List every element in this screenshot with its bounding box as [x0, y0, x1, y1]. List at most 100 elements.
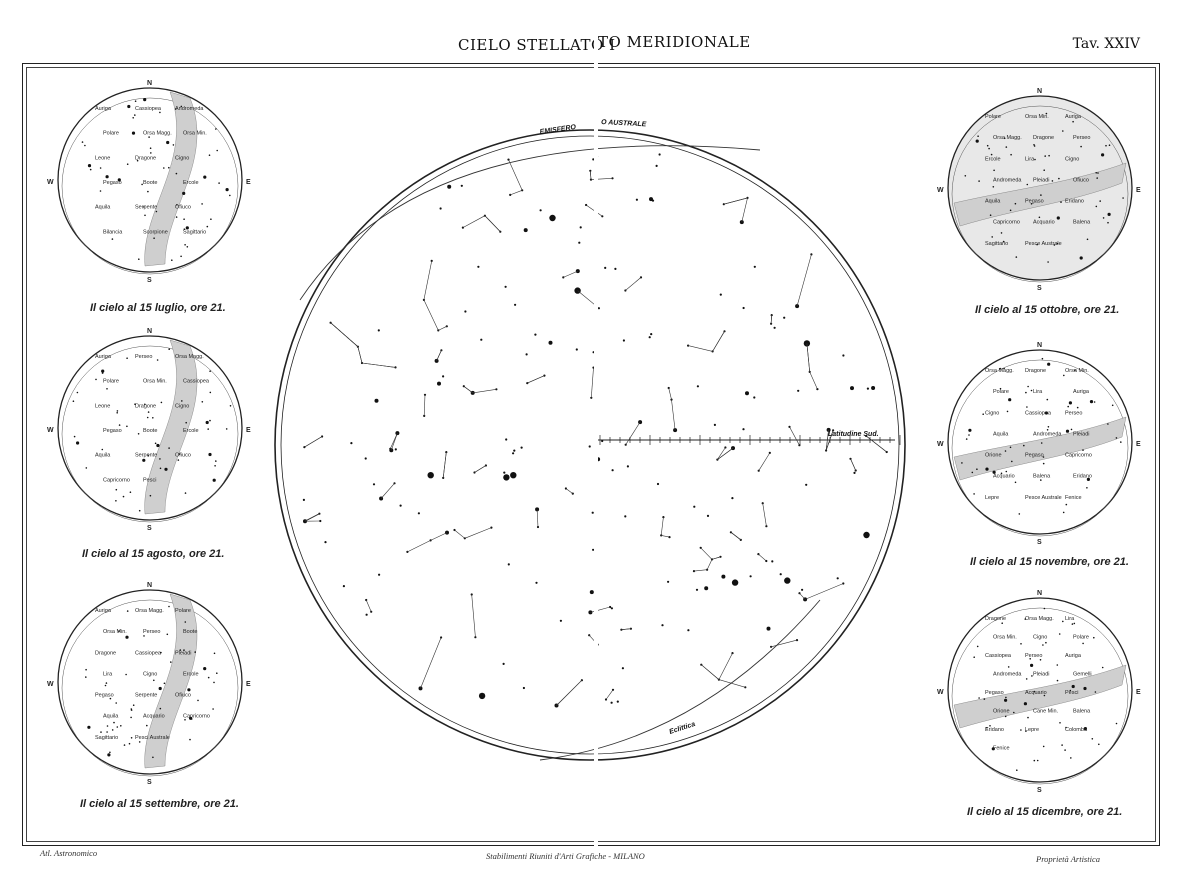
star: [1033, 759, 1036, 762]
star: [101, 372, 104, 374]
star: [853, 471, 856, 474]
sky-map-inner-ring: [61, 97, 239, 275]
star: [477, 265, 480, 268]
star: [1086, 477, 1090, 481]
star: [1042, 462, 1045, 465]
constellation-line: [625, 421, 641, 445]
star: [126, 425, 128, 428]
star: [1071, 684, 1075, 689]
constellation-label: Bilancia: [103, 229, 123, 235]
constellation-label: Orione: [993, 709, 1010, 715]
constellation-line: [796, 254, 812, 307]
star: [649, 197, 653, 202]
star: [1047, 362, 1051, 366]
constellation-label: Perseo: [143, 629, 160, 635]
constellation-label: Dragone: [135, 403, 156, 409]
star: [1001, 622, 1003, 624]
star: [503, 471, 506, 474]
star: [207, 676, 210, 679]
constellation-label: Ofiuco: [175, 205, 191, 211]
star: [1122, 197, 1124, 199]
constellation-line: [442, 452, 447, 478]
constellation-label: Pleiadi: [175, 650, 192, 656]
constellation-line: [825, 429, 829, 451]
star: [850, 386, 854, 391]
star: [172, 144, 175, 146]
star: [1009, 209, 1012, 212]
star: [1004, 698, 1008, 702]
star: [591, 511, 594, 514]
star: [656, 482, 660, 486]
star: [766, 626, 771, 631]
star: [1043, 694, 1046, 697]
constellation-label: Pegaso: [103, 428, 122, 434]
constellation-label: Auriga: [1065, 653, 1082, 659]
star: [144, 403, 146, 406]
constellation-line: [758, 452, 771, 471]
constellation-line: [590, 170, 592, 180]
star: [713, 423, 717, 426]
star: [168, 348, 170, 351]
cardinal-e: E: [246, 681, 251, 688]
constellation-line: [407, 540, 431, 553]
star: [1101, 153, 1105, 157]
star: [1042, 456, 1045, 458]
constellation-label: Eridano: [1073, 474, 1092, 480]
constellation-label: Andromeda: [993, 672, 1022, 678]
constellation-label: Aquila: [985, 199, 1001, 205]
latitude-label: Latitudine Sud.: [828, 431, 879, 438]
constellation-label: Balena: [1073, 709, 1091, 715]
star: [1008, 398, 1012, 402]
star: [100, 731, 102, 733]
sky-map-inner-ring: [61, 599, 239, 777]
star: [610, 701, 613, 704]
star: [437, 381, 441, 386]
constellation-label: Auriga: [95, 106, 112, 112]
constellation-label: Orsa Magg.: [1025, 616, 1054, 622]
star: [975, 139, 979, 143]
constellation-label: Cigno: [175, 155, 189, 161]
star: [1099, 200, 1101, 202]
milky-way-band: [144, 91, 198, 267]
footer-left: Atl. Astronomico: [40, 848, 98, 858]
star: [205, 420, 209, 425]
star: [978, 180, 980, 182]
star: [185, 226, 189, 230]
constellation-line: [484, 215, 501, 232]
constellation-label: Acquario: [1033, 220, 1055, 226]
star: [539, 209, 542, 212]
milky-way-band: [953, 416, 1127, 481]
star: [209, 419, 211, 422]
constellation-line: [536, 509, 539, 528]
star: [742, 306, 745, 310]
star: [147, 190, 149, 193]
star: [126, 163, 129, 165]
star: [214, 465, 216, 467]
star: [1024, 618, 1027, 620]
star: [983, 698, 986, 700]
constellation-label: Orsa Magg.: [143, 131, 172, 137]
constellation-label: Ofiuco: [175, 453, 191, 459]
star: [1082, 449, 1084, 451]
star: [213, 681, 215, 684]
star: [1039, 659, 1042, 661]
constellation-label: Perseo: [1073, 135, 1090, 141]
star: [399, 504, 402, 507]
caption-october: Il cielo al 15 ottobre, ore 21.: [975, 304, 1120, 316]
constellation-label: Fenice: [1065, 495, 1082, 501]
star: [719, 293, 722, 296]
star: [1102, 217, 1105, 219]
star: [986, 144, 989, 147]
star: [578, 241, 581, 244]
star: [1042, 745, 1045, 748]
star: [1030, 663, 1034, 668]
star: [302, 498, 305, 501]
constellation-label: Auriga: [1065, 114, 1082, 120]
star: [213, 652, 216, 655]
caption-november: Il cielo al 15 novembre, ore 21.: [970, 556, 1129, 568]
star: [1070, 757, 1072, 759]
star: [1000, 472, 1003, 475]
constellation-line: [390, 432, 398, 449]
